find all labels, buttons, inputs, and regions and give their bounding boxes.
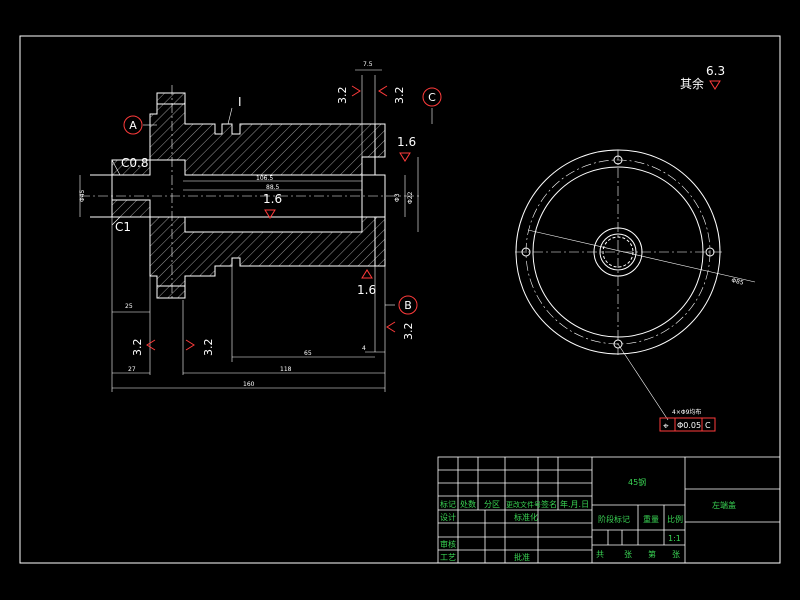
roughness-rest-label: 其余 [680, 76, 704, 91]
title-block [437, 456, 781, 564]
tb-scale-value: 1:1 [668, 534, 681, 543]
tb-header-5: 年.月.日 [560, 499, 589, 509]
roughness-top-left: 3.2 [336, 87, 349, 105]
dim-small: 4 [362, 345, 366, 352]
dim-118: 118 [280, 366, 292, 373]
roughness-rest-value: 6.3 [706, 64, 725, 78]
dim-circle-dia: Φ85 [731, 277, 745, 287]
tb-stage-mark: 阶段标记 [598, 514, 630, 524]
datum-a: A [129, 119, 137, 132]
dim-dia-left: Φ45 [79, 189, 86, 202]
tb-weight: 重量 [643, 514, 659, 524]
dim-dia-right1: Φ3 [394, 193, 401, 202]
roughness-right-face: 3.2 [402, 323, 415, 341]
tb-header-4: 签名 [541, 499, 557, 509]
tb-header-3: 更改文件号 [506, 500, 541, 509]
dim-len-long: 106.5 [256, 175, 273, 182]
roughness-symbols [146, 80, 721, 351]
dim-len-mid: 88.5 [266, 184, 280, 191]
section-view [79, 69, 433, 392]
tb-footer-0: 共 [596, 550, 604, 559]
tb-footer-3: 张 [672, 550, 680, 559]
datum-c: C [428, 91, 436, 104]
title-block-text: 标记 处数 分区 更改文件号 签名 年.月.日 设计 标准化 审核 工艺 批准 … [440, 477, 736, 562]
tb-process: 工艺 [440, 553, 456, 562]
roughness-bore: 1.6 [263, 192, 282, 206]
roughness-bottom-left: 3.2 [131, 339, 144, 357]
tb-part-name: 左端盖 [712, 500, 736, 510]
chamfer-c1: C1 [115, 220, 131, 234]
tb-scale: 比例 [667, 514, 683, 524]
dim-160: 160 [243, 381, 255, 388]
hole-note: 4×Φ9均布 [672, 408, 701, 416]
roughness-right-lower: 1.6 [357, 283, 376, 297]
dim-top: 7.5 [363, 61, 373, 68]
chamfer-c08: C0.8 [121, 156, 148, 170]
tb-header-2: 分区 [484, 500, 500, 509]
position-tolerance-frame [659, 417, 716, 432]
section-lower-hatch-left [111, 199, 151, 218]
drawing-frame [19, 35, 781, 564]
position-datum: C [705, 421, 711, 430]
datum-markers [123, 87, 442, 315]
tb-header-0: 标记 [440, 499, 456, 509]
part-mark: I [238, 95, 242, 109]
tb-footer-1: 张 [624, 550, 632, 559]
roughness-right-upper: 1.6 [397, 135, 416, 149]
tb-design: 设计 [440, 512, 456, 522]
dim-dia-right2: Φ22 [407, 191, 414, 204]
tb-approve: 批准 [514, 552, 530, 562]
position-symbol: ⌖ [663, 421, 669, 432]
tb-header-1: 处数 [460, 499, 476, 509]
roughness-top-right: 3.2 [393, 87, 406, 105]
section-upper-hatch [111, 92, 386, 176]
tb-footer-2: 第 [648, 549, 656, 559]
position-value: Φ0.05 [677, 421, 701, 430]
roughness-bottom-mid: 3.2 [202, 339, 215, 357]
section-lower-hatch [149, 213, 386, 299]
tb-review: 审核 [440, 539, 456, 549]
tb-standardize: 标准化 [514, 512, 538, 522]
dim-25: 25 [125, 303, 133, 310]
dim-27: 27 [128, 366, 136, 373]
dim-65: 65 [304, 350, 312, 357]
end-view [515, 149, 756, 421]
tb-material: 45钢 [628, 477, 646, 487]
datum-b: B [404, 299, 412, 312]
